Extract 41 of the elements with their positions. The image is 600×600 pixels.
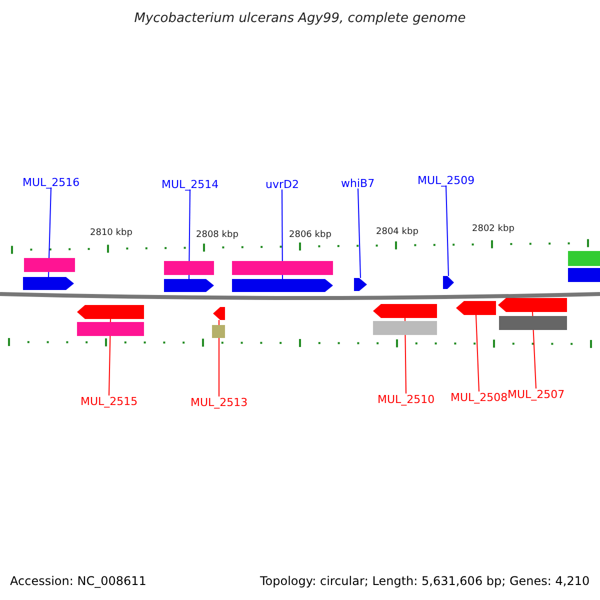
footer-text: Topology: circular; Length: 5,631,606 bp; Genes: 4,210: [260, 575, 590, 587]
leader-line: [218, 320, 220, 397]
scale-label: 2802 kbp: [472, 225, 514, 234]
gene-label: MUL_2510: [378, 394, 435, 404]
scale-label: 2804 kbp: [376, 228, 418, 237]
gene-bar: [232, 261, 333, 275]
gene-feature: [354, 278, 367, 291]
gene-label: MUL_2508: [450, 392, 508, 402]
gene-label: MUL_2509: [418, 174, 475, 186]
gene-label: MUL_2513: [190, 396, 248, 408]
gene-feature: [164, 279, 214, 292]
gene-label: MUL_2515: [80, 396, 138, 406]
title: Mycobacterium ulcerans Agy99, complete genome: [133, 12, 467, 25]
gene-feature: [443, 276, 454, 289]
gene-bar: [568, 268, 600, 282]
gene-label: MUL_2507: [508, 388, 565, 400]
gene-bar: [212, 325, 225, 338]
gene-bar: [24, 258, 75, 272]
gene-feature: [232, 279, 333, 292]
gene-label: uvrD2: [266, 178, 299, 190]
gene-feature: [23, 277, 74, 290]
gene-feature: [213, 307, 225, 320]
scale-label: 2808 kbp: [196, 231, 238, 240]
gene-label: whiB7: [341, 178, 375, 188]
scale-label: 2806 kbp: [289, 231, 332, 240]
gene-bar: [499, 316, 567, 330]
gene-bar: [164, 261, 214, 275]
leader-line: [358, 188, 361, 278]
gene-feature: [498, 298, 567, 312]
gene-feature: [373, 304, 437, 318]
gene-bar: [373, 321, 437, 335]
gene-feature: [456, 301, 496, 315]
gene-label: MUL_2514: [162, 178, 219, 190]
scale-label: 2810 kbp: [90, 229, 132, 238]
gene-feature: [77, 305, 144, 319]
gene-label: MUL_2516: [22, 176, 80, 188]
leader-line: [476, 314, 480, 392]
gene-bar: [568, 251, 600, 266]
gene-bar: [77, 322, 144, 336]
leader-line: [446, 185, 449, 276]
footer-text: Accession: NC_008611: [10, 575, 146, 587]
